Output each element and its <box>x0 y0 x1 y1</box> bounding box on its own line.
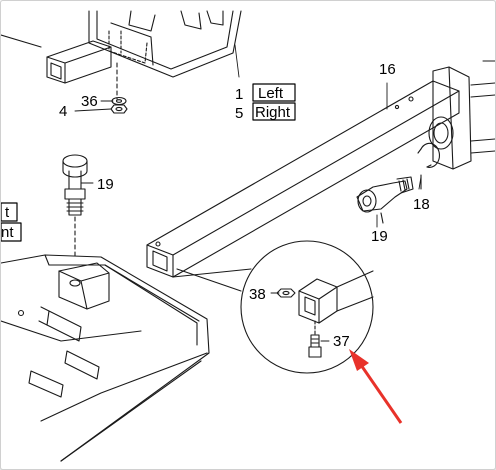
part-number-36: 36 <box>81 93 98 110</box>
circlip-18 <box>417 142 441 190</box>
part-number-37: 37 <box>333 333 350 350</box>
part-number-5: 5 <box>235 105 243 122</box>
right-label: Right <box>255 104 291 121</box>
cut-label-bottom: nt <box>1 224 14 241</box>
red-pointer-arrow <box>349 349 403 424</box>
rear-mount-plate <box>428 60 495 170</box>
index-plunger-19-left <box>62 154 88 260</box>
leader-lines <box>74 44 422 342</box>
cut-label-box-top <box>1 202 18 222</box>
part-number-19-left: 19 <box>97 176 114 193</box>
lower-frame-bracket <box>1 254 210 462</box>
index-plunger-19-right <box>356 176 414 224</box>
upper-frame-bracket <box>1 10 242 100</box>
cut-label-box-bottom <box>1 222 22 242</box>
detail-callout <box>172 240 374 374</box>
left-label: Left <box>258 85 284 102</box>
part-number-1: 1 <box>235 86 243 103</box>
part-number-38: 38 <box>249 286 266 303</box>
nut-washer-36-4 <box>110 96 128 114</box>
part-number-16: 16 <box>379 61 396 78</box>
left-label-box <box>252 83 296 102</box>
long-square-tube-16 <box>146 80 460 278</box>
part-number-18: 18 <box>413 196 430 213</box>
part-number-4: 4 <box>59 103 67 120</box>
right-label-box <box>252 102 296 121</box>
part-number-19-right: 19 <box>371 228 388 245</box>
cut-label-top: t <box>5 204 10 221</box>
